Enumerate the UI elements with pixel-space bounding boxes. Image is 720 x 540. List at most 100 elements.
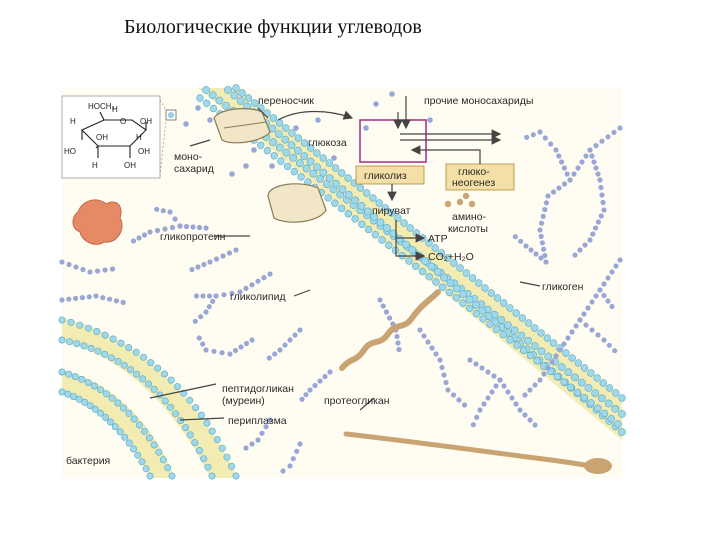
monosaccharide-dot — [183, 121, 189, 127]
sugar-unit — [66, 296, 72, 302]
membrane-bead — [344, 174, 352, 182]
sugar-unit — [219, 350, 225, 356]
sugar-unit — [512, 234, 518, 240]
sugar-unit — [597, 177, 603, 183]
sugar-unit — [577, 317, 583, 323]
sugar-unit — [147, 229, 153, 235]
sugar-unit — [192, 318, 198, 324]
membrane-bead — [468, 274, 477, 282]
membrane-bead — [418, 267, 427, 276]
sugar-unit — [522, 412, 528, 418]
sugar-unit — [136, 235, 142, 241]
free-monosaccharides — [183, 91, 433, 177]
membrane-bead — [487, 289, 495, 297]
membrane-bead — [567, 383, 575, 391]
sugar-unit — [606, 342, 612, 348]
bacteria-membrane-bead — [107, 354, 115, 362]
sugar-unit — [456, 397, 462, 403]
membrane-bead — [202, 86, 210, 94]
sugar-unit — [470, 422, 476, 428]
membrane-bead — [363, 207, 372, 216]
sugar-unit — [561, 181, 568, 187]
sugar-unit — [87, 269, 93, 275]
sugar-unit — [567, 177, 573, 183]
sugar-unit — [572, 252, 578, 258]
sugar-unit — [277, 347, 283, 353]
sugar-unit — [617, 125, 623, 131]
label-peptidoglycan-1: пептидогликан — [222, 383, 294, 395]
label-monosaccharide-1: моно- — [174, 151, 203, 163]
sugar-unit — [249, 282, 255, 288]
sugar-unit — [467, 357, 473, 363]
sugar-unit — [80, 266, 86, 273]
membrane-bead — [506, 304, 514, 312]
sugar-unit — [548, 141, 554, 147]
membrane-bead — [295, 159, 304, 168]
sugar-unit — [113, 298, 119, 304]
sugar-unit — [196, 224, 203, 231]
bacteria-membrane-bead — [87, 344, 95, 352]
sugar-unit — [530, 132, 536, 138]
membrane-bead — [230, 91, 239, 100]
label-gluconeogenesis-1: глюко- — [458, 166, 490, 178]
glycoprotein-blob — [72, 199, 123, 245]
sugar-unit — [322, 373, 328, 380]
sugar-unit — [94, 268, 101, 274]
sugar-unit — [522, 392, 528, 398]
sugar-unit — [437, 357, 443, 363]
membrane-bead — [577, 378, 586, 387]
sugar-unit — [120, 299, 126, 305]
sugar-unit — [612, 348, 618, 354]
sugar-unit — [573, 323, 579, 329]
membrane-bead — [385, 241, 393, 249]
sugar-unit — [203, 309, 209, 315]
sugar-unit — [221, 292, 227, 298]
label-glycolysis: гликолиз — [364, 170, 407, 182]
membrane-bead — [222, 101, 230, 110]
membrane-bead — [452, 284, 461, 293]
sugar-unit — [605, 275, 611, 281]
bacteria-membrane-bead — [125, 344, 133, 352]
bacteria-membrane-bead — [120, 404, 128, 412]
membrane-bead — [432, 278, 440, 286]
membrane-bead — [598, 394, 606, 403]
sugar-unit — [307, 387, 313, 393]
sugar-unit — [317, 378, 323, 384]
membrane-bead — [351, 196, 359, 205]
sugar-unit — [609, 269, 615, 275]
membrane-bead — [499, 330, 508, 339]
membrane-bead — [401, 240, 410, 249]
membrane-bead — [387, 209, 396, 217]
bacteria-membrane-bead — [192, 404, 200, 412]
bacteria-membrane-bead — [145, 380, 153, 388]
sugar-unit — [303, 392, 309, 398]
bacteria-membrane-bead — [161, 397, 169, 405]
label-glycolipid: гликолипид — [230, 291, 286, 303]
membrane-bead — [351, 215, 359, 223]
sugar-unit — [73, 295, 79, 301]
page-title: Биологические функции углеводов — [124, 16, 422, 38]
membrane-bead — [215, 96, 224, 105]
sugar-unit — [439, 364, 445, 371]
membrane-bead — [587, 369, 595, 377]
membrane-bead — [369, 194, 377, 202]
sugar-unit — [542, 253, 548, 259]
monosaccharide-dot — [427, 117, 433, 123]
membrane-bead — [208, 91, 217, 100]
membrane-bead — [270, 152, 278, 160]
fiber-head — [584, 458, 612, 474]
sugar-unit — [167, 209, 173, 215]
bacteria-membrane-bead — [121, 433, 129, 441]
sugar-unit — [543, 200, 550, 206]
sugar-unit — [613, 263, 619, 269]
sugar-unit — [523, 243, 529, 249]
label-amino-1: амино- — [452, 211, 487, 223]
bacteria-membrane-bead — [97, 409, 105, 417]
membrane-bead — [462, 269, 471, 277]
sugar-unit — [206, 293, 213, 299]
bacteria-membrane-bead — [90, 382, 98, 390]
sugar-unit — [377, 297, 383, 303]
monosaccharide-dot — [243, 163, 249, 169]
membrane-bead — [512, 309, 520, 317]
sugar-unit — [86, 294, 92, 300]
